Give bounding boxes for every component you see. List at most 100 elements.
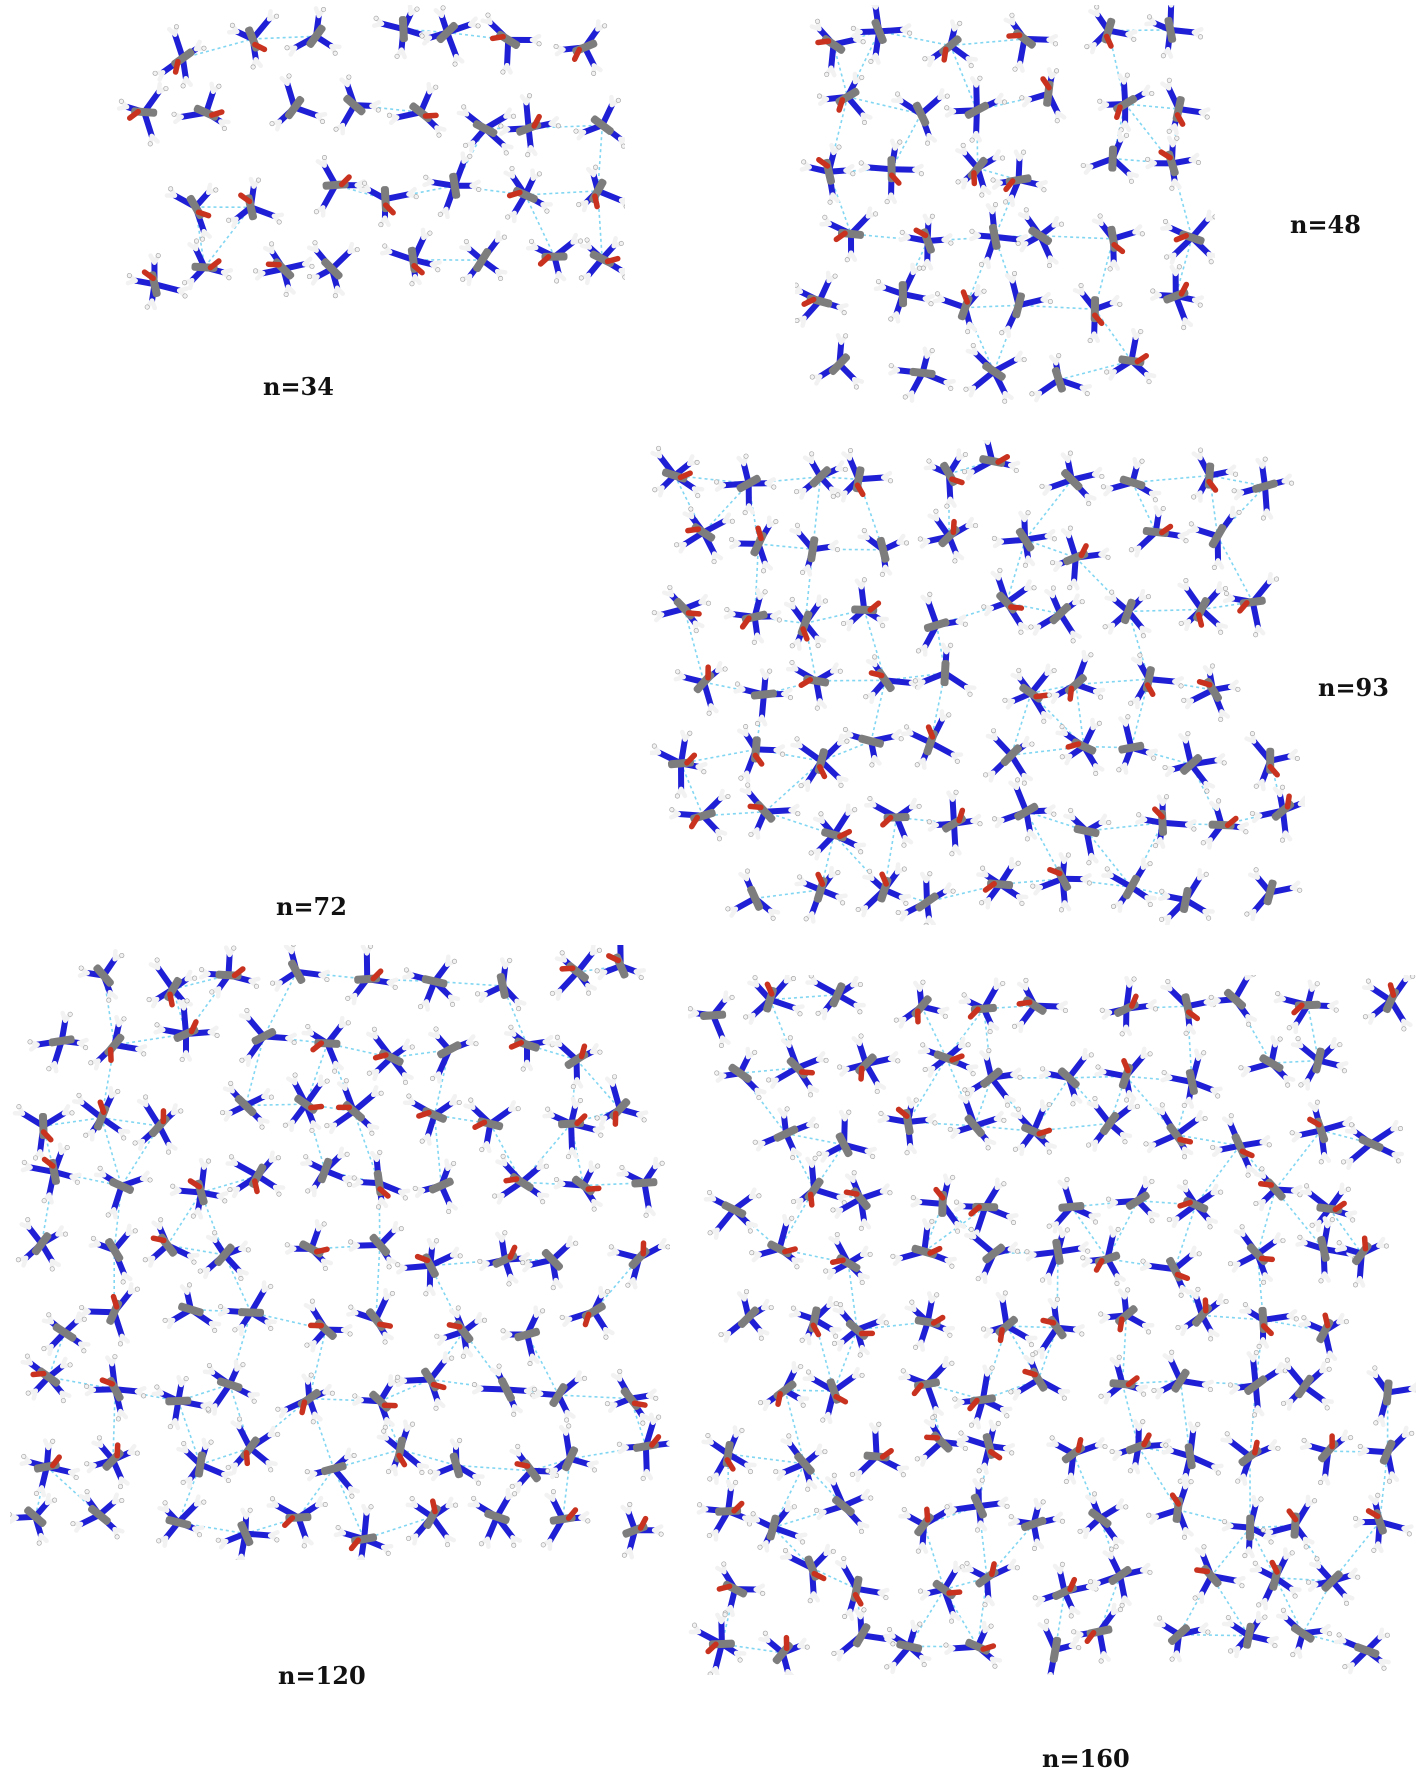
- molecule: [650, 445, 705, 499]
- molecule: [304, 1447, 361, 1499]
- molecule: [542, 1096, 605, 1160]
- molecule: [696, 1479, 755, 1542]
- molecule: [164, 182, 219, 242]
- molecule: [1046, 1435, 1108, 1485]
- molecule: [1208, 975, 1258, 1027]
- molecule: [1231, 456, 1295, 521]
- molecule: [275, 1372, 335, 1425]
- molecule: [151, 1375, 213, 1431]
- molecule: [733, 668, 794, 727]
- molecule: [956, 1419, 1016, 1475]
- molecule: [891, 88, 950, 146]
- molecule: [688, 1612, 747, 1675]
- molecule: [809, 333, 865, 390]
- molecule: [20, 1142, 82, 1205]
- molecule: [371, 5, 432, 60]
- molecule: [1116, 714, 1159, 775]
- molecule: [553, 1160, 603, 1212]
- molecule: [1222, 571, 1280, 638]
- molecule: [1011, 977, 1069, 1034]
- molecule: [217, 1280, 277, 1337]
- cluster-n93: [650, 440, 1305, 925]
- molecule: [1046, 649, 1106, 704]
- molecule: [1086, 1095, 1140, 1152]
- molecule: [831, 1607, 897, 1662]
- molecule: [604, 1368, 659, 1426]
- molecule: [794, 865, 848, 924]
- molecule: [715, 1561, 766, 1618]
- molecule: [701, 1425, 757, 1485]
- molecule: [348, 1220, 404, 1270]
- molecule: [961, 440, 1021, 481]
- molecule: [467, 1487, 523, 1550]
- cluster-n120: [10, 945, 670, 1560]
- molecule: [284, 6, 342, 57]
- molecule: [802, 1366, 865, 1425]
- molecule: [93, 1165, 153, 1220]
- label-n160: n=160: [1042, 1744, 1130, 1773]
- molecule: [785, 659, 843, 711]
- molecule: [324, 1078, 384, 1136]
- molecule: [1094, 1046, 1153, 1103]
- molecule: [895, 871, 956, 925]
- molecule: [674, 506, 735, 565]
- molecule: [789, 522, 840, 577]
- molecule: [898, 1502, 957, 1554]
- molecule: [1072, 282, 1123, 344]
- molecule: [132, 1094, 184, 1155]
- molecule: [146, 957, 198, 1012]
- molecule: [1244, 731, 1300, 792]
- molecule: [27, 1010, 89, 1074]
- molecule: [70, 1489, 125, 1540]
- molecule: [573, 94, 625, 149]
- molecule: [152, 24, 207, 89]
- molecule: [1106, 1175, 1160, 1224]
- molecule: [84, 1435, 140, 1490]
- molecule: [1028, 585, 1085, 644]
- molecule: [1038, 1047, 1094, 1107]
- molecule: [1221, 1610, 1279, 1659]
- molecule: [84, 1354, 147, 1422]
- label-n34: n=34: [263, 372, 334, 401]
- molecule: [917, 1560, 965, 1624]
- molecule: [1063, 807, 1112, 866]
- molecule: [1191, 447, 1239, 503]
- molecule: [816, 71, 873, 125]
- molecule: [962, 1048, 1023, 1108]
- molecule: [980, 1290, 1038, 1348]
- molecule: [1253, 1166, 1303, 1212]
- molecule: [1128, 652, 1185, 710]
- molecule: [958, 977, 1006, 1035]
- molecule: [805, 975, 866, 1021]
- molecule: [306, 240, 360, 299]
- molecule: [961, 1558, 1020, 1608]
- molecule: [779, 1543, 836, 1604]
- molecule: [1039, 450, 1105, 507]
- molecule: [549, 945, 602, 1001]
- molecule: [888, 346, 956, 403]
- molecule: [88, 1014, 148, 1071]
- molecule: [1357, 1425, 1415, 1484]
- molecule: [594, 945, 647, 981]
- molecule: [270, 945, 331, 992]
- molecule: [116, 81, 169, 147]
- molecule: [893, 979, 950, 1029]
- molecule: [1340, 1119, 1405, 1171]
- molecule: [1249, 1547, 1302, 1611]
- molecule: [688, 990, 735, 1049]
- molecule: [1071, 1602, 1123, 1664]
- molecule: [202, 1359, 260, 1416]
- molecule: [898, 213, 954, 271]
- molecule: [864, 796, 922, 848]
- molecule: [1080, 130, 1139, 184]
- molecule: [1144, 5, 1204, 59]
- molecule: [269, 73, 328, 132]
- molecule: [1239, 1302, 1299, 1349]
- molecule: [808, 803, 867, 861]
- molecule: [1102, 588, 1152, 639]
- molecule: [1150, 264, 1205, 331]
- molecule: [747, 1499, 808, 1553]
- molecule: [1037, 1618, 1082, 1675]
- molecule: [1084, 5, 1138, 55]
- molecule: [1238, 1035, 1296, 1088]
